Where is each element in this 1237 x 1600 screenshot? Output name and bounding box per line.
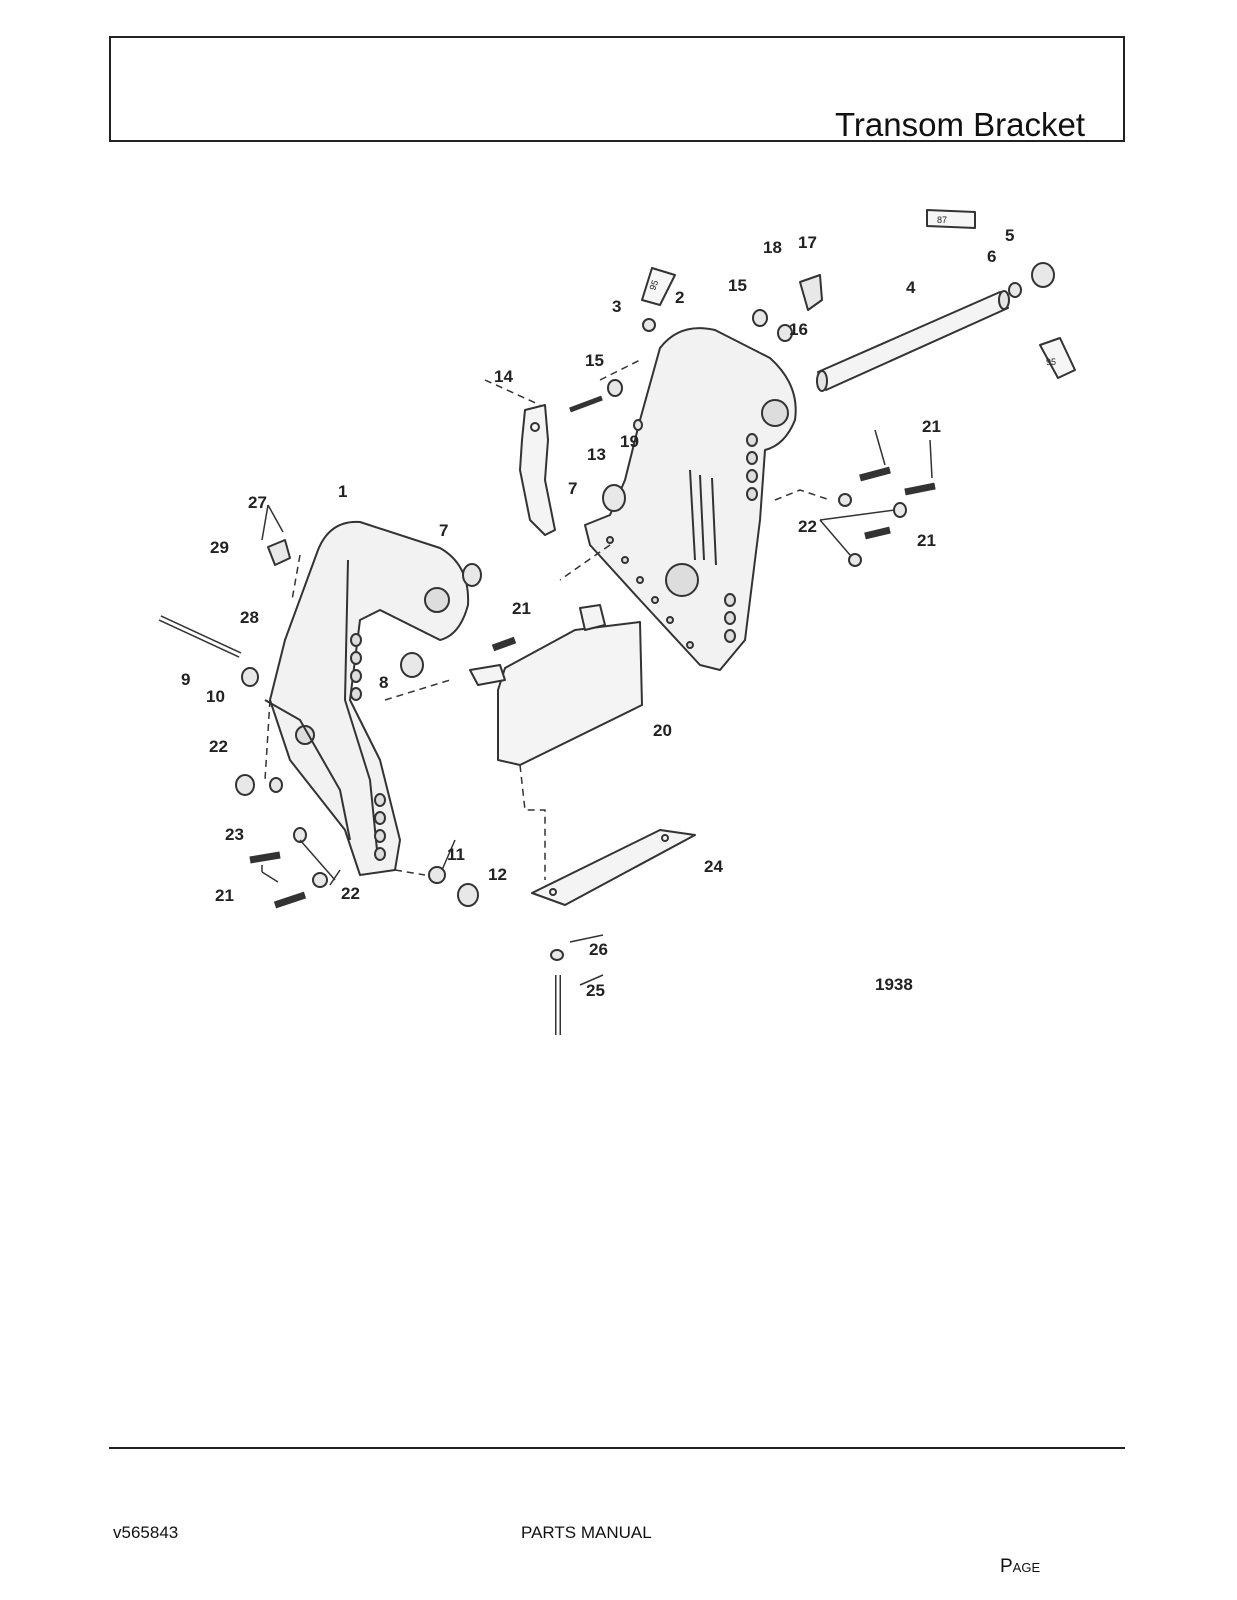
right-clamp-bracket (584, 327, 797, 671)
document-id: v565843 (113, 1523, 179, 1542)
callout: 28 (240, 608, 259, 627)
alignment-lines (264, 359, 831, 880)
callout: 18 (763, 238, 782, 257)
tube-label-95-right: 95 (1046, 357, 1056, 367)
plate (469, 604, 643, 766)
callout: 21 (512, 599, 531, 618)
header-box: Transom Bracket (109, 36, 1125, 143)
callout: 29 (210, 538, 229, 557)
manual-title: PARTS MANUAL (521, 1523, 652, 1542)
callout: 22 (341, 884, 360, 903)
callout: 14 (494, 367, 513, 386)
callout: 20 (653, 721, 672, 740)
callout: 22 (798, 517, 817, 536)
callout: 27 (248, 493, 267, 512)
callout: 26 (589, 940, 608, 959)
washers-nuts (235, 262, 1055, 961)
callout: 16 (789, 320, 808, 339)
callout: 15 (728, 276, 747, 295)
leader-lines (261, 429, 933, 986)
callout: 6 (987, 247, 996, 266)
callout: 9 (181, 670, 190, 689)
sealant-tubes (641, 209, 1076, 379)
strip (531, 829, 696, 906)
callout: 24 (704, 857, 723, 876)
exploded-parts-diagram: 95 87 95 1 2 3 4 5 6 7 7 8 9 10 11 12 13… (158, 209, 1076, 1035)
callout: 25 (586, 981, 605, 1000)
callout: 11 (447, 845, 465, 864)
lever (519, 404, 556, 536)
callout: 8 (379, 673, 388, 692)
figure-number: 1938 (875, 975, 913, 994)
callout: 2 (675, 288, 684, 307)
callout: 13 (587, 445, 606, 464)
callout: 7 (439, 521, 448, 540)
callout: 1 (338, 482, 347, 501)
footer-divider (109, 1447, 1125, 1449)
callout: 21 (215, 886, 234, 905)
callout: 12 (488, 865, 507, 884)
callout: 21 (922, 417, 941, 436)
callout: 23 (225, 825, 244, 844)
callout: 15 (585, 351, 604, 370)
callout: 5 (1005, 226, 1014, 245)
callout: 19 (620, 432, 639, 451)
tube-label-87: 87 (937, 215, 947, 225)
page-label: Page (1000, 1556, 1041, 1577)
callout: 22 (209, 737, 228, 756)
callout: 21 (917, 531, 936, 550)
callout: 4 (906, 278, 916, 297)
tube-label-95-top: 95 (647, 279, 660, 292)
left-clamp-bracket (264, 520, 470, 876)
page-title: Transom Bracket (834, 106, 1085, 143)
callout: 10 (206, 687, 225, 706)
bolts (158, 395, 936, 1035)
callout: 3 (612, 297, 621, 316)
tilt-tube (816, 290, 1010, 392)
callout: 17 (798, 233, 817, 252)
callout: 7 (568, 479, 577, 498)
